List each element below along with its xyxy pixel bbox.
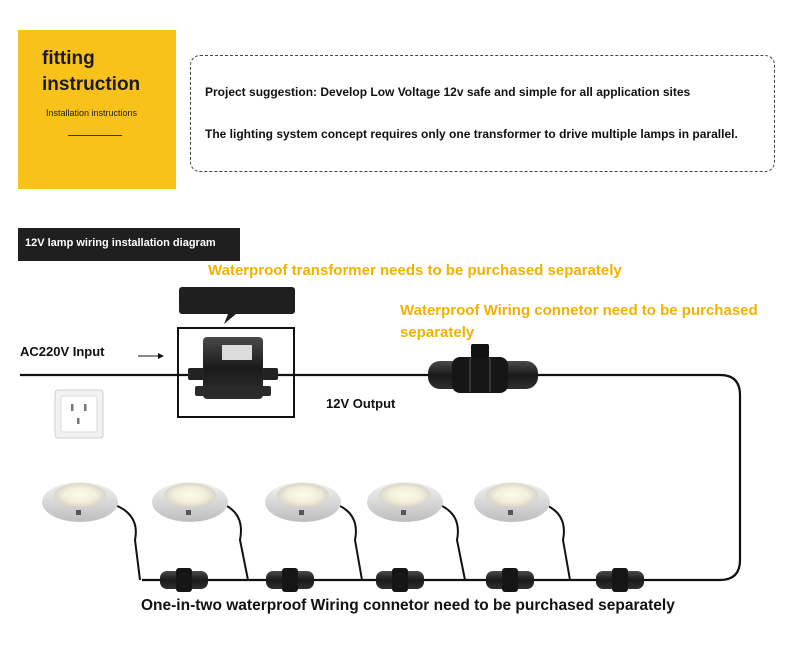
transformer-icon (177, 327, 295, 418)
project-suggestion-text: Project suggestion: Develop Low Voltage … (205, 85, 691, 99)
lamps-group (42, 482, 644, 592)
diagram-label: 12V lamp wiring installation diagram (25, 237, 216, 249)
splitter-connector-icon (486, 568, 534, 592)
instruction-card: fitting instruction Installation instruc… (18, 30, 176, 189)
card-title: fitting instruction (42, 46, 172, 98)
wiring-connector-icon (428, 344, 538, 393)
splitter-connector-icon (376, 568, 424, 592)
splitter-connector-icon (160, 568, 208, 592)
ac-input-label: AC220V Input (20, 344, 105, 359)
pool-lamp-icon (152, 482, 249, 581)
output-label: 12V Output (326, 396, 396, 411)
pool-lamp-icon (367, 482, 466, 581)
diagram-label-bar: 12V lamp wiring installation diagram (18, 228, 240, 261)
card-title-line1: fitting (42, 48, 95, 69)
pool-lamp-icon (474, 482, 571, 581)
connector-purchase-note: Waterproof Wiring connetor need to be pu… (400, 302, 758, 341)
transformer-purchase-note: Waterproof transformer needs to be purch… (208, 262, 622, 279)
arrow-right-icon (138, 353, 164, 359)
pool-lamp-icon (265, 482, 363, 581)
card-title-line2: instruction (42, 74, 141, 95)
splitter-purchase-note: One-in-two waterproof Wiring connetor ne… (141, 597, 675, 614)
suggestion-box: Project suggestion: Develop Low Voltage … (190, 55, 775, 172)
card-subtitle: Installation instructions (46, 108, 138, 118)
pool-lamp-icon (42, 482, 141, 581)
card-divider (68, 135, 122, 136)
splitter-connector-icon (266, 568, 314, 592)
transformer-callout (179, 287, 295, 324)
system-concept-text: The lighting system concept requires onl… (205, 127, 738, 141)
main-cable (20, 373, 742, 582)
wall-socket-icon (54, 389, 104, 439)
splitter-connector-icon (596, 568, 644, 592)
